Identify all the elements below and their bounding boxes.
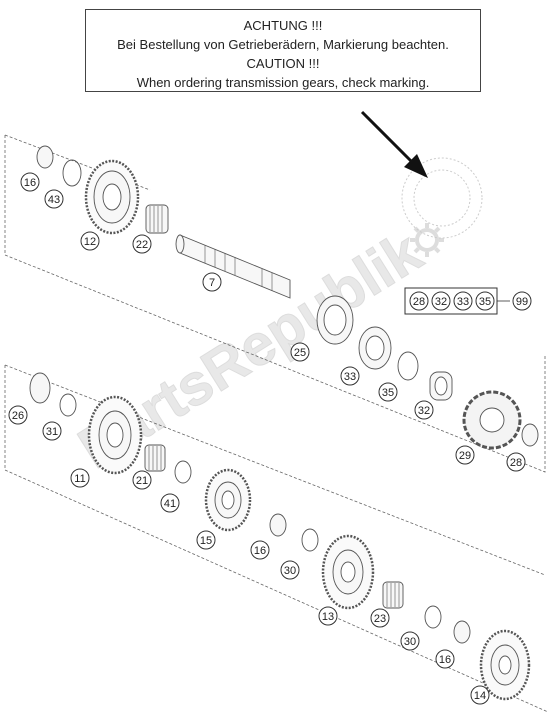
callout-number: 28 (510, 457, 522, 469)
kit-number-callout: 99 (512, 291, 532, 311)
callout-15: 15 (196, 530, 216, 550)
callout-28: 28 (506, 452, 526, 472)
callout-14: 14 (470, 685, 490, 705)
kit-callout-28: 28 (409, 291, 429, 311)
washer-part-28 (521, 423, 539, 447)
callout-number: 33 (457, 296, 469, 308)
washer-part-16 (36, 145, 54, 169)
callout-35: 35 (378, 382, 398, 402)
gear-part-13 (321, 534, 375, 610)
callout-16: 16 (250, 540, 270, 560)
callout-number: 16 (439, 654, 451, 666)
callout-43: 43 (44, 189, 64, 209)
callout-30: 30 (400, 631, 420, 651)
callout-number: 35 (382, 387, 394, 399)
washer-part-41 (174, 460, 192, 484)
washer-part-16-low (453, 620, 471, 644)
bearing-part-26 (29, 372, 51, 404)
gear-part-11 (87, 395, 143, 475)
callout-number: 30 (284, 565, 296, 577)
callout-number: 25 (294, 347, 306, 359)
callout-number: 14 (474, 690, 486, 702)
callout-number: 43 (48, 194, 60, 206)
needle-bearing-part-23 (382, 581, 404, 609)
callout-number: 29 (459, 450, 471, 462)
callout-number: 16 (254, 545, 266, 557)
callout-number: 13 (322, 611, 334, 623)
callout-31: 31 (42, 421, 62, 441)
callout-layer: 16 43 12 22 7 25 33 35 32 29 28 26 31 11 21 41 15 16 30 13 2… (8, 172, 532, 705)
callout-32: 32 (414, 400, 434, 420)
callout-22: 22 (132, 234, 152, 254)
ring-part-43 (62, 159, 82, 187)
callout-number: 28 (413, 296, 425, 308)
watermark-gear-icon (410, 223, 444, 257)
callout-30: 30 (280, 560, 300, 580)
callout-number: 99 (516, 296, 528, 308)
washer-part-16-mid (269, 513, 287, 537)
callout-12: 12 (80, 231, 100, 251)
callout-number: 22 (136, 239, 148, 251)
shaft-seal-part-33 (358, 326, 392, 370)
callout-number: 7 (209, 277, 215, 289)
callout-number: 30 (404, 636, 416, 648)
callout-13: 13 (318, 606, 338, 626)
ball-bearing-part-25 (316, 295, 354, 345)
callout-number: 23 (374, 613, 386, 625)
callout-29: 29 (455, 445, 475, 465)
needle-bearing-part-22 (145, 204, 169, 234)
callout-26: 26 (8, 405, 28, 425)
callout-number: 21 (136, 475, 148, 487)
callout-number: 11 (74, 473, 85, 485)
sprocket-part-29 (462, 390, 522, 450)
gear-part-15 (204, 468, 252, 532)
callout-number: 35 (479, 296, 491, 308)
kit-callout-33: 33 (453, 291, 473, 311)
callout-23: 23 (370, 608, 390, 628)
spacer-part-32 (429, 371, 453, 401)
notice-line-english-heading: CAUTION !!! (246, 56, 320, 71)
callout-number: 33 (344, 371, 356, 383)
callout-number: 31 (46, 426, 58, 438)
caution-notice-box: ACHTUNG !!! Bei Bestellung von Getrieber… (85, 9, 481, 92)
gear-part-12 (84, 159, 140, 235)
gear-part-14 (479, 629, 531, 701)
callout-number: 26 (12, 410, 24, 422)
washer-part-30 (301, 528, 319, 552)
notice-line-english-text: When ordering transmission gears, check … (136, 75, 430, 90)
callout-number: 32 (418, 405, 430, 417)
callout-21: 21 (132, 470, 152, 490)
notice-line-german-heading: ACHTUNG !!! (243, 18, 323, 33)
o-ring-part-35 (397, 351, 419, 381)
callout-11: 11 (70, 468, 90, 488)
callout-16: 16 (435, 649, 455, 669)
kit-callout-35: 35 (475, 291, 495, 311)
callout-33: 33 (340, 366, 360, 386)
transmission-shaft-part-7 (175, 234, 291, 299)
callout-number: 41 (164, 498, 176, 510)
washer-part-31 (59, 393, 77, 417)
callout-number: 15 (200, 535, 212, 547)
assembly-frame (4, 134, 549, 713)
callout-16: 16 (20, 172, 40, 192)
callout-7: 7 (202, 272, 222, 292)
marking-gear-detail (401, 157, 483, 239)
callout-number: 16 (24, 177, 36, 189)
needle-bearing-part-21 (144, 444, 166, 472)
marking-arrow-icon (360, 110, 428, 178)
callout-number: 12 (84, 236, 96, 248)
washer-part-30-low (424, 605, 442, 629)
callout-41: 41 (160, 493, 180, 513)
kit-callout-32: 32 (431, 291, 451, 311)
notice-line-german-text: Bei Bestellung von Getrieberädern, Marki… (117, 37, 449, 52)
callout-number: 32 (435, 296, 447, 308)
callout-25: 25 (290, 342, 310, 362)
